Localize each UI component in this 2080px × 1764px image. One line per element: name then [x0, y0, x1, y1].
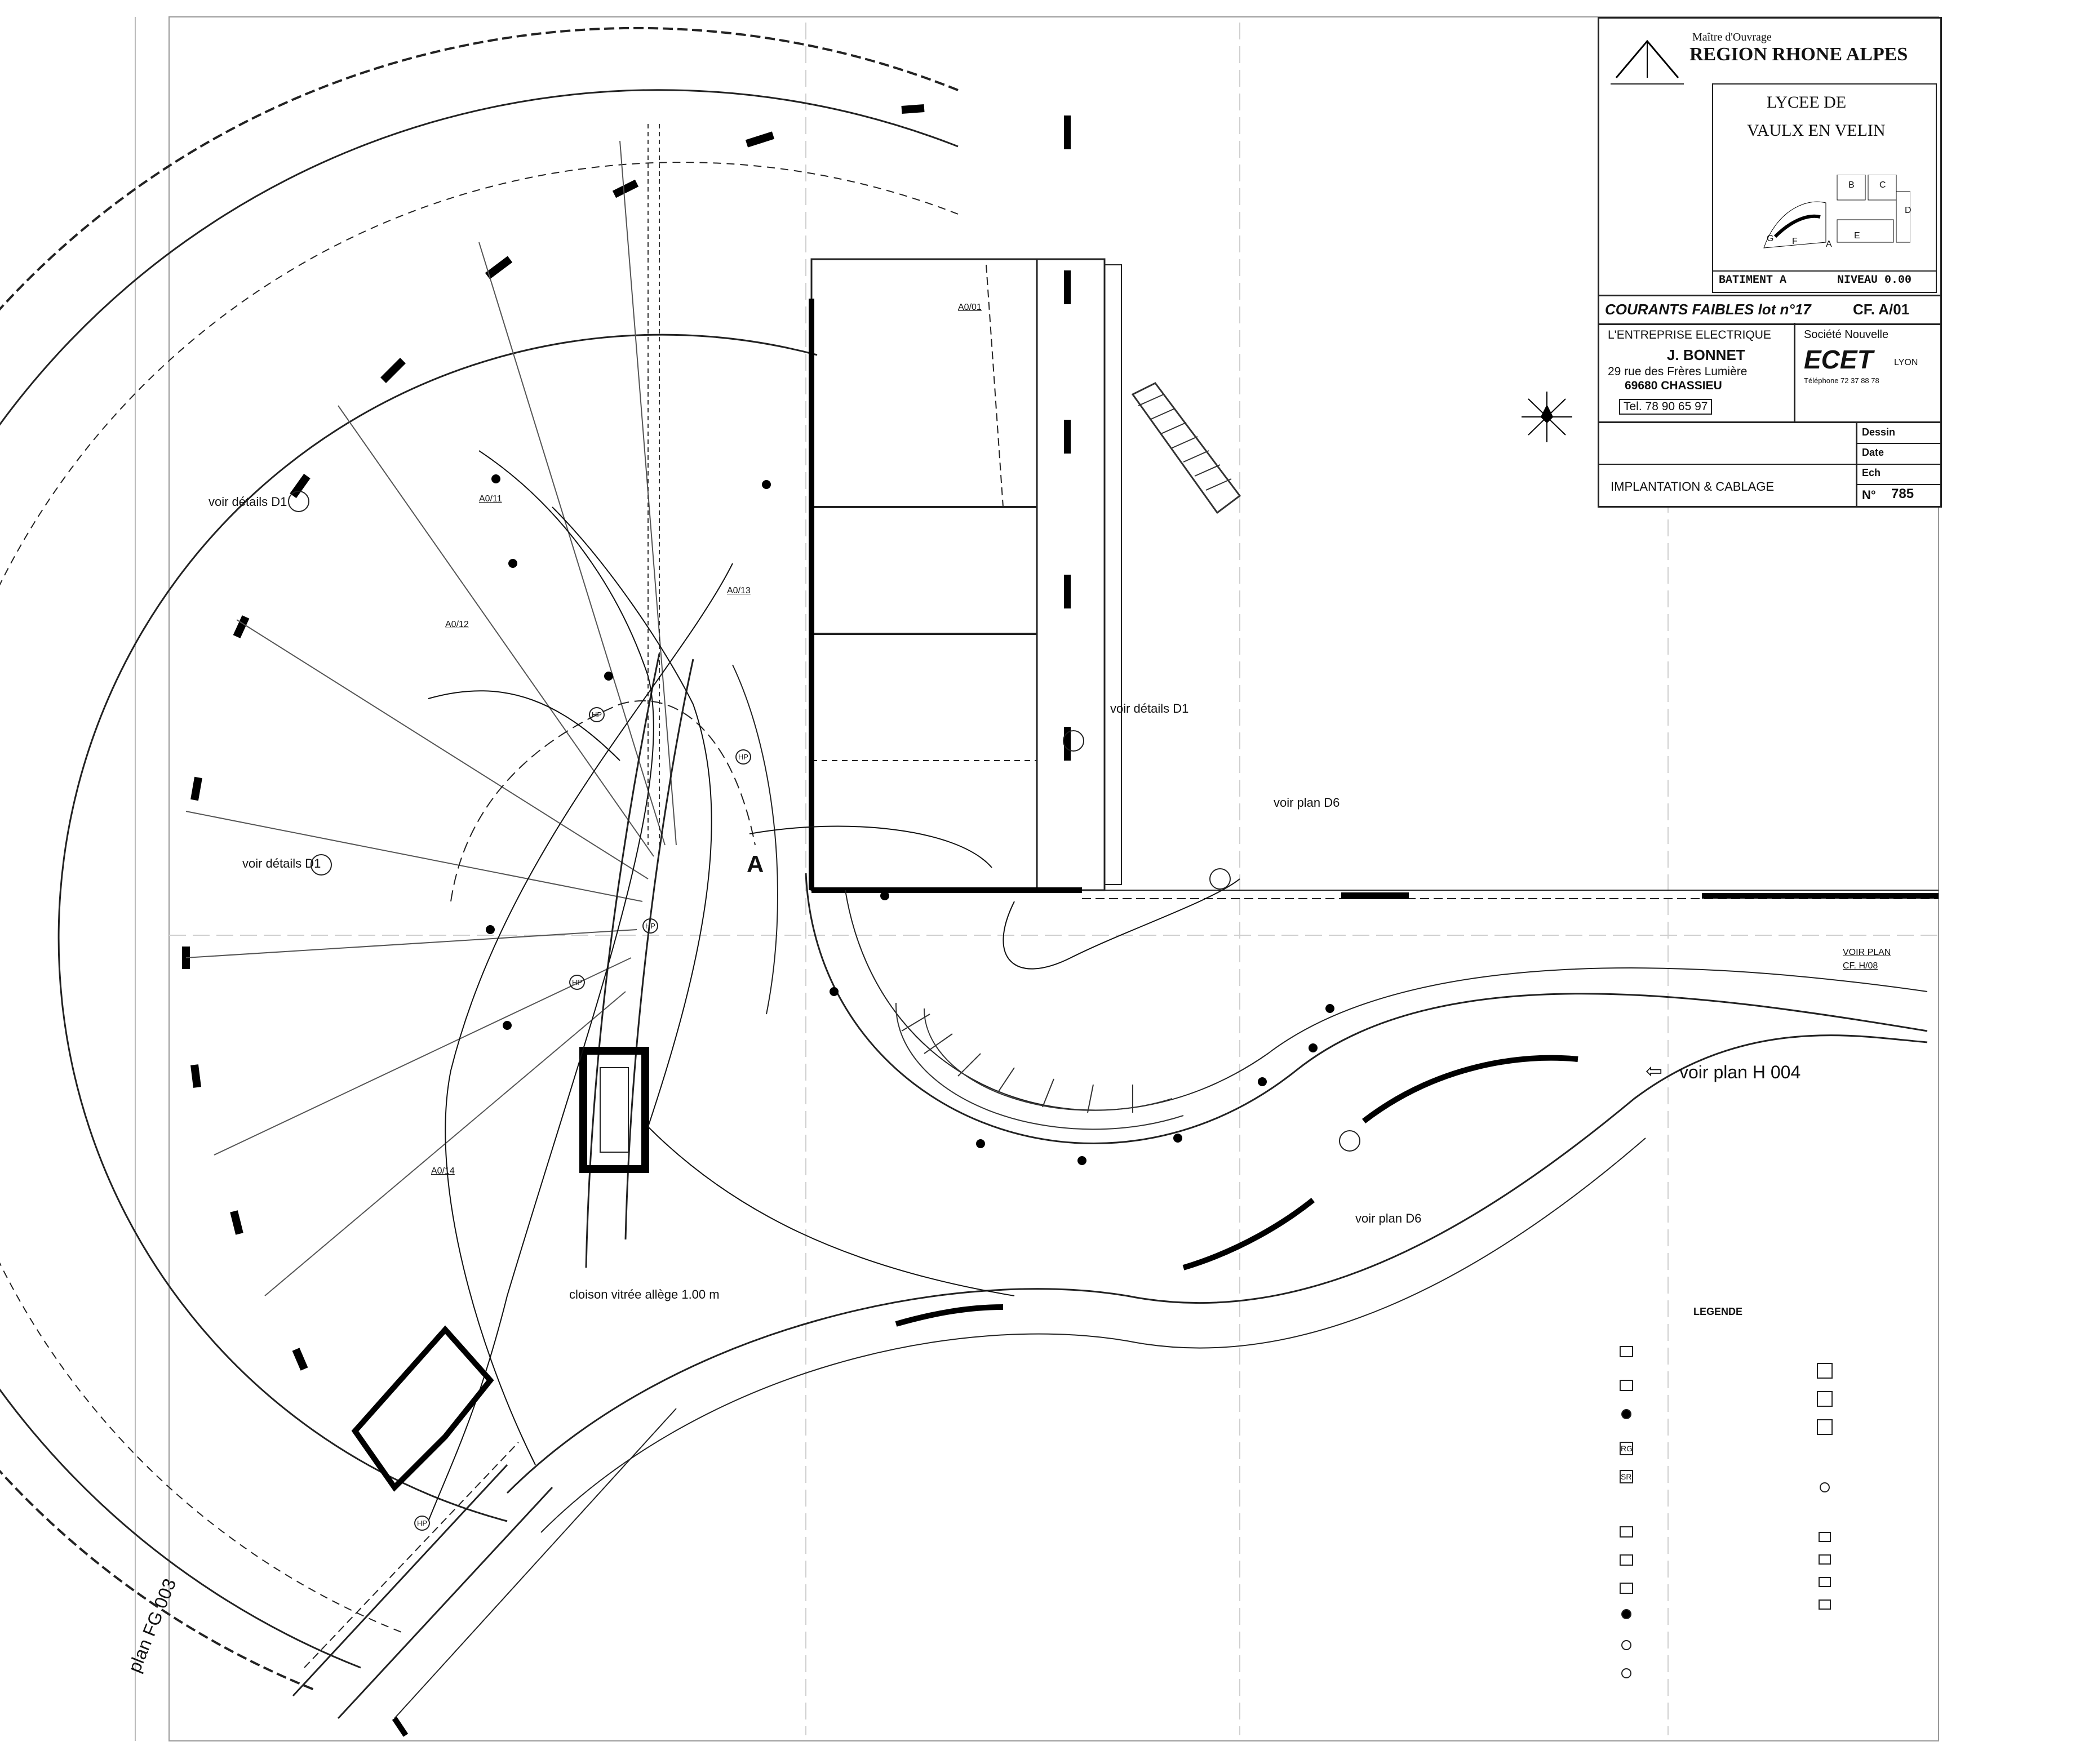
detail-callout-circles	[288, 491, 1360, 1152]
hp-symbol: HP	[589, 707, 605, 722]
key-plan-a: A	[1826, 239, 1832, 249]
room-tag: A0/11	[479, 494, 502, 504]
walkway-horizontal	[1082, 890, 1939, 899]
company-phone: Téléphone 72 37 88 78	[1804, 376, 1879, 385]
company-label: Société Nouvelle	[1804, 328, 1889, 341]
entrance-ramp	[292, 1408, 677, 1737]
owner-logo	[1611, 30, 1684, 85]
ech-label: Ech	[1862, 467, 1881, 478]
company-box: Société Nouvelle ECET LYON Téléphone 72 …	[1794, 323, 1942, 421]
title-block: Maître d'Ouvrage REGION RHONE ALPES LYCE…	[1598, 17, 1942, 508]
hp-symbol: HP	[414, 1516, 431, 1531]
contractor-address-2: 69680 CHASSIEU	[1625, 379, 1722, 392]
owner-label: Maître d'Ouvrage	[1692, 31, 1772, 43]
entry-box	[351, 1325, 494, 1492]
key-plan-e: E	[1854, 231, 1860, 241]
outlet-markers	[486, 474, 1334, 1165]
contractor-name: J. BONNET	[1667, 346, 1745, 363]
company-city: LYON	[1894, 358, 1918, 367]
key-plan: A B C D E F G	[1741, 175, 1912, 254]
note-voir-plan: VOIR PLAN	[1843, 948, 1891, 957]
level-label: NIVEAU 0.00	[1837, 274, 1912, 287]
foyer-stair	[895, 1002, 1184, 1130]
curved-walkways	[506, 873, 1928, 1533]
contractor-phone: Tel. 78 90 65 97	[1619, 399, 1713, 415]
arrow-icon: ⇦	[1646, 1059, 1663, 1082]
classroom-block	[809, 258, 1122, 893]
hp-symbol: HP	[642, 918, 659, 934]
room-tag: A0/12	[445, 620, 469, 629]
legend-rg-symbol: RG	[1621, 1444, 1633, 1453]
room-tag: A0/01	[958, 303, 982, 312]
building-label: BATIMENT A	[1719, 274, 1787, 287]
contractor-address-1: 29 rue des Frères Lumière	[1608, 365, 1748, 378]
key-plan-d: D	[1905, 206, 1912, 215]
callout-voir-details-d1-left: voir détails D1	[242, 856, 321, 870]
key-plan-b: B	[1848, 180, 1855, 190]
lot-row: COURANTS FAIBLES lot n°17 CF. A/01	[1599, 295, 1940, 325]
arc-wall-segments	[182, 104, 925, 1371]
project-line1: LYCEE DE	[1767, 93, 1847, 112]
callout-voir-plan-d6-top: voir plan D6	[1274, 796, 1340, 810]
date-label: Date	[1862, 447, 1884, 458]
legend-title: LEGENDE	[1693, 1306, 1743, 1317]
room-tag: A0/13	[727, 586, 751, 596]
hp-symbol: HP	[735, 749, 752, 765]
section-marker-a: A	[747, 851, 764, 877]
room-tag: A0/14	[431, 1166, 455, 1176]
sheet-border	[168, 16, 1939, 1741]
drawing-code: CF. A/01	[1853, 301, 1910, 318]
outer-arc-walls	[0, 26, 959, 1691]
callout-voir-plan-d6-bottom: voir plan D6	[1355, 1211, 1422, 1225]
radial-dimension-lines	[185, 140, 677, 1296]
plan-title: IMPLANTATION & CABLAGE	[1611, 479, 1775, 494]
lot-label: COURANTS FAIBLES lot n°17	[1605, 301, 1811, 318]
callout-voir-details-d1-top: voir détails D1	[209, 495, 287, 509]
legend-sr-symbol: SR	[1621, 1472, 1632, 1481]
number-label: N°	[1862, 488, 1876, 502]
callout-voir-plan-h004: voir plan H 004	[1679, 1062, 1801, 1082]
note-cloison-vitree: cloison vitrée allège 1.00 m	[569, 1287, 720, 1301]
staircase	[1131, 382, 1241, 514]
dessin-label: Dessin	[1862, 426, 1896, 438]
facade-wall-blocks	[1064, 115, 1071, 761]
project-box: LYCEE DE VAULX EN VELIN A B C D E F G	[1712, 83, 1937, 272]
project-line2: VAULX EN VELIN	[1747, 121, 1886, 140]
key-plan-c: C	[1879, 180, 1886, 190]
callout-voir-details-d1-right: voir détails D1	[1110, 701, 1189, 716]
contractor-label: L'ENTREPRISE ELECTRIQUE	[1608, 328, 1771, 341]
legend-symbols	[1620, 1346, 1833, 1678]
drawing-number: 785	[1891, 486, 1914, 501]
company-logo: ECET	[1804, 345, 1873, 374]
cable-riser	[647, 124, 660, 845]
north-arrow-icon	[1522, 392, 1572, 442]
building-row: BATIMENT A NIVEAU 0.00	[1712, 269, 1937, 293]
hp-symbol: HP	[569, 975, 586, 990]
key-plan-f: F	[1792, 237, 1798, 246]
revision-table: Dessin Date Ech N° 785 IMPLANTATION & CA…	[1599, 421, 1942, 508]
central-core	[450, 653, 778, 1268]
note-voir-plan-code: CF. H/08	[1843, 961, 1878, 971]
owner-name: REGION RHONE ALPES	[1689, 44, 1908, 65]
